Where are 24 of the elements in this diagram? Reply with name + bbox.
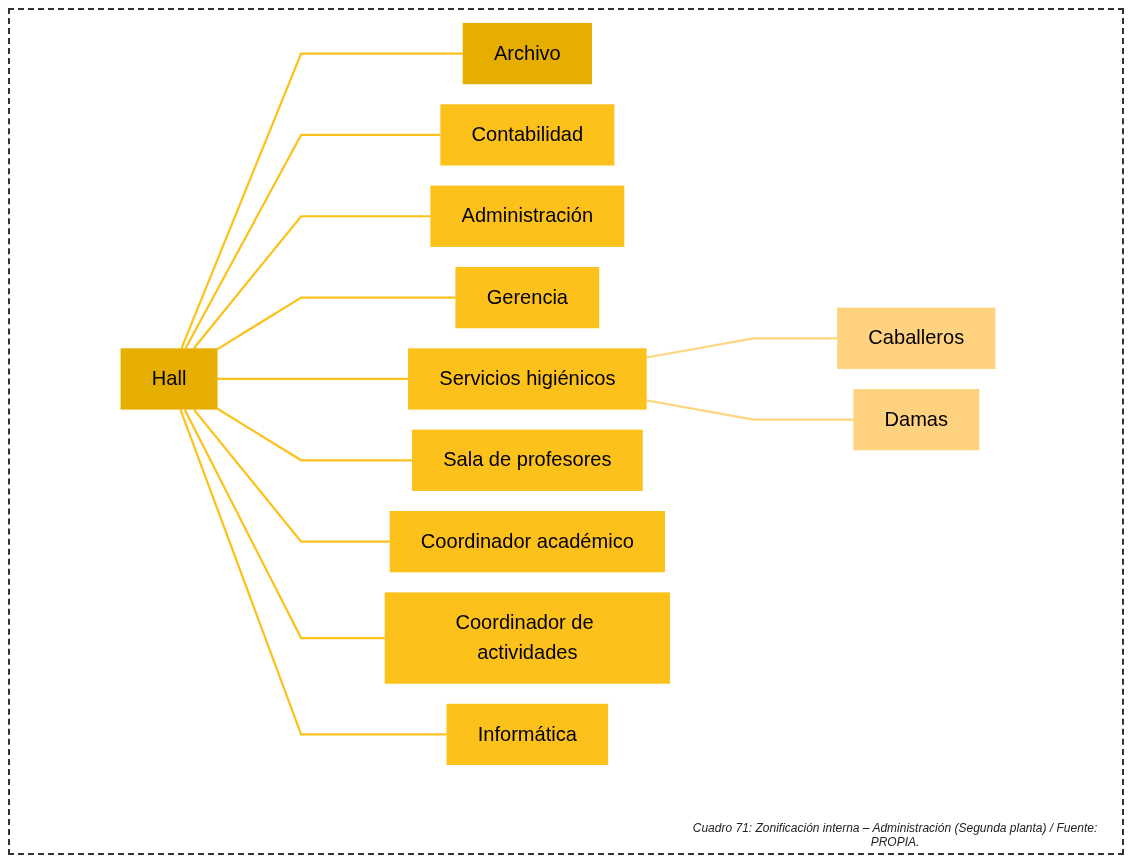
connector [183,409,385,640]
node-box: Hall [120,348,218,410]
connector [646,337,838,359]
connector [180,52,463,349]
connector [217,377,409,381]
connector [216,296,456,351]
connector [193,215,431,349]
connector [646,399,854,421]
node-box: Gerencia [455,266,600,329]
node-box: Administración [430,185,625,247]
node-box: Sala de profesores [411,429,643,491]
connector [179,409,447,736]
node-box: Coordinador de actividades [384,592,670,684]
node-box: Contabilidad [440,104,615,166]
node-box: Coordinador académico [389,511,665,573]
node-box: Archivo [462,22,592,85]
connector [193,408,390,543]
node-box: Damas [853,389,980,451]
node-box: Servicios higiénicos [408,348,647,410]
caption: Cuadro 71: Zonificación interna – Administración (Segunda planta) / Fuente: PROPIA. [691,821,1099,849]
connector [216,407,412,462]
connector [184,133,441,349]
node-box: Caballeros [837,307,996,369]
node-box: Informática [446,703,609,766]
